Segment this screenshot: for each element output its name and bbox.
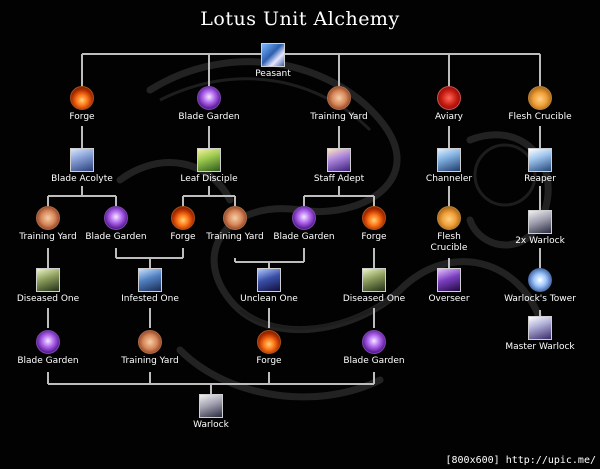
node-label: Overseer xyxy=(428,294,470,304)
node-warlocks-tower: Warlock's Tower xyxy=(485,268,595,305)
node-label: Blade Garden xyxy=(178,112,240,122)
training-yard-icon xyxy=(36,206,60,230)
blade-acolyte-icon xyxy=(70,148,94,172)
node-staff-adept: Staff Adept xyxy=(284,148,394,185)
warlock-unit-icon xyxy=(528,210,552,234)
diseased-one-icon xyxy=(362,268,386,292)
channeler-icon xyxy=(437,148,461,172)
blade-garden-icon xyxy=(36,330,60,354)
node-label: Reaper xyxy=(524,174,556,184)
node-label: Training Yard xyxy=(121,356,179,366)
warlock-tower-icon xyxy=(528,268,552,292)
blade-garden-icon xyxy=(362,330,386,354)
node-label: Master Warlock xyxy=(505,342,575,352)
forge-fire-icon xyxy=(70,86,94,110)
aviary-icon xyxy=(437,86,461,110)
node-label: Staff Adept xyxy=(313,174,365,184)
overseer-icon xyxy=(437,268,461,292)
node-reaper: Reaper xyxy=(485,148,595,185)
node-blade-garden: Blade Garden xyxy=(0,330,103,367)
training-yard-icon xyxy=(327,86,351,110)
diseased-one-icon xyxy=(36,268,60,292)
node-overseer: Overseer xyxy=(394,268,504,305)
node-diseased-one: Diseased One xyxy=(319,268,429,305)
node-2x-warlock: 2x Warlock xyxy=(485,210,595,247)
blade-garden-icon xyxy=(197,86,221,110)
node-training-yard: Training Yard xyxy=(95,330,205,367)
image-source-footer: [800x600] http://upic.me/ xyxy=(445,455,596,466)
node-infested-one: Infested One xyxy=(95,268,205,305)
node-blade-garden: Blade Garden xyxy=(319,330,429,367)
node-flesh-crucible: Flesh Crucible xyxy=(394,206,504,254)
node-label: Blade Garden xyxy=(17,356,79,366)
forge-fire-icon xyxy=(362,206,386,230)
forge-fire-icon xyxy=(257,330,281,354)
node-label: Blade Garden xyxy=(85,232,147,242)
node-label: Channeler xyxy=(425,174,473,184)
node-forge: Forge xyxy=(319,206,429,243)
master-warlock-icon xyxy=(528,316,552,340)
node-unclean-one: Unclean One xyxy=(214,268,324,305)
node-channeler: Channeler xyxy=(394,148,504,185)
node-label: Training Yard xyxy=(206,232,264,242)
training-yard-icon xyxy=(138,330,162,354)
node-training-yard: Training Yard xyxy=(180,206,290,243)
flesh-crucible-icon xyxy=(437,206,461,230)
node-diseased-one: Diseased One xyxy=(0,268,103,305)
blade-garden-icon xyxy=(104,206,128,230)
node-peasant: Peasant xyxy=(218,43,328,80)
node-label: Forge xyxy=(361,232,387,242)
node-label: Training Yard xyxy=(310,112,368,122)
blade-garden-icon xyxy=(292,206,316,230)
node-blade-garden: Blade Garden xyxy=(154,86,264,123)
node-label: Blade Acolyte xyxy=(51,174,113,184)
peasant-unit-icon xyxy=(261,43,285,67)
node-label: Blade Garden xyxy=(343,356,405,366)
node-training-yard: Training Yard xyxy=(0,206,103,243)
leaf-disciple-icon xyxy=(197,148,221,172)
node-master-warlock: Master Warlock xyxy=(485,316,595,353)
warlock-unit-icon xyxy=(199,394,223,418)
node-forge: Forge xyxy=(128,206,238,243)
reaper-icon xyxy=(528,148,552,172)
infested-one-icon xyxy=(138,268,162,292)
node-label: Infested One xyxy=(121,294,179,304)
node-label: Forge xyxy=(69,112,95,122)
diagram-title: Lotus Unit Alchemy xyxy=(200,8,400,30)
node-label: Blade Garden xyxy=(273,232,335,242)
node-forge: Forge xyxy=(27,86,137,123)
node-leaf-disciple: Leaf Disciple xyxy=(154,148,264,185)
node-label: Forge xyxy=(256,356,282,366)
unclean-one-icon xyxy=(257,268,281,292)
forge-fire-icon xyxy=(171,206,195,230)
node-label: Flesh Crucible xyxy=(430,232,468,253)
training-yard-icon xyxy=(223,206,247,230)
node-blade-acolyte: Blade Acolyte xyxy=(27,148,137,185)
node-label: Unclean One xyxy=(240,294,298,304)
flesh-crucible-icon xyxy=(528,86,552,110)
node-aviary: Aviary xyxy=(394,86,504,123)
node-label: Forge xyxy=(170,232,196,242)
node-blade-garden: Blade Garden xyxy=(249,206,359,243)
node-label: Warlock xyxy=(193,420,229,430)
node-forge: Forge xyxy=(214,330,324,367)
node-blade-garden: Blade Garden xyxy=(61,206,171,243)
node-label: Leaf Disciple xyxy=(180,174,238,184)
node-warlock: Warlock xyxy=(156,394,266,431)
node-label: Flesh Crucible xyxy=(508,112,572,122)
node-flesh-crucible: Flesh Crucible xyxy=(485,86,595,123)
staff-adept-icon xyxy=(327,148,351,172)
node-training-yard: Training Yard xyxy=(284,86,394,123)
node-label: Training Yard xyxy=(19,232,77,242)
node-label: Diseased One xyxy=(342,294,406,304)
node-label: 2x Warlock xyxy=(515,236,565,246)
node-label: Peasant xyxy=(255,69,291,79)
node-label: Aviary xyxy=(435,112,463,122)
node-label: Diseased One xyxy=(16,294,80,304)
node-label: Warlock's Tower xyxy=(504,294,576,304)
